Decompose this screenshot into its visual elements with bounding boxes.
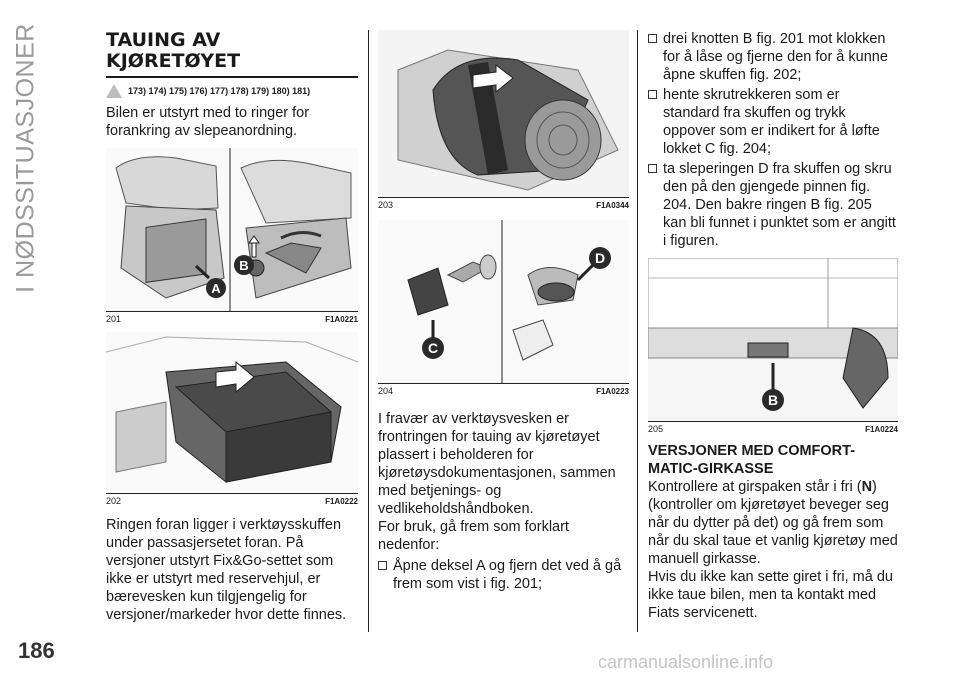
- figure-code: F1A0224: [865, 424, 898, 434]
- figure-number: 203: [378, 200, 394, 210]
- body-text: Ringen foran ligger i verktøysskuffen un…: [106, 517, 347, 623]
- column-3: drei knotten B fig. 201 mot klokken for …: [647, 30, 899, 622]
- figure-caption: 204 F1A0223: [378, 383, 629, 398]
- tow-ring-illustration: C D: [378, 220, 629, 384]
- figure-202: 202 F1A0222: [105, 332, 359, 508]
- column-2: 203 F1A0344 C D 204 F1A0223 I fravær av …: [378, 30, 629, 593]
- column-divider: [637, 30, 638, 632]
- figure-204: C D 204 F1A0223: [378, 220, 629, 398]
- figure-205: B 205 F1A0224: [647, 257, 899, 436]
- figure-number: 205: [648, 424, 664, 434]
- figure-number: 201: [106, 314, 122, 324]
- figure-201: B A 201 F1A0221: [106, 148, 358, 326]
- body-text: Kontrollere at girspaken står i fri (N) …: [648, 479, 898, 567]
- warning-triangle-icon: [106, 84, 122, 98]
- page-heading: TAUING AV KJØRETØYET: [106, 29, 241, 72]
- column-1: TAUING AV KJØRETØYET 173) 174) 175) 176)…: [105, 29, 359, 624]
- tool-roll-illustration: [378, 30, 629, 198]
- figure-caption: 201 F1A0221: [106, 311, 358, 326]
- subheading: VERSJONER MED COMFORT-MATIC-GIRKASSE: [648, 443, 856, 477]
- figure-caption: 203 F1A0344: [378, 197, 629, 212]
- column-divider: [368, 30, 369, 632]
- intro-text: Bilen er utstyrt med to ringer for foran…: [106, 105, 310, 139]
- seat-drawer-illustration: B A: [106, 148, 358, 312]
- figure-caption: 202 F1A0222: [106, 493, 358, 508]
- checkbox-bullet-icon: [648, 90, 657, 99]
- body-text: I fravær av verktøysvesken er frontringe…: [378, 411, 616, 517]
- heading-rule: [106, 76, 358, 78]
- list-item: drei knotten B fig. 201 mot klokken for …: [648, 30, 898, 84]
- rear-ring-illustration: B: [647, 257, 899, 422]
- body-text: Hvis du ikke kan sette giret i fri, må d…: [648, 569, 893, 621]
- list-item: Åpne deksel A og fjern det ved å gå frem…: [378, 557, 629, 593]
- figure-code: F1A0222: [325, 496, 358, 506]
- figure-code: F1A0221: [325, 314, 358, 324]
- figure-number: 202: [106, 496, 122, 506]
- checkbox-bullet-icon: [648, 34, 657, 43]
- page-number: 186: [18, 638, 55, 663]
- label-d: D: [595, 250, 605, 266]
- body-text: For bruk, gå frem som forklart nedenfor:: [378, 519, 569, 553]
- warning-references: 173) 174) 175) 176) 177) 178) 179) 180) …: [106, 84, 358, 98]
- figure-number: 204: [378, 386, 394, 396]
- label-b: B: [768, 392, 778, 408]
- section-title: I NØDSSITUASJONER: [11, 23, 40, 293]
- figure-203: 203 F1A0344: [378, 30, 629, 212]
- label-c: C: [428, 340, 438, 356]
- figure-caption: 205 F1A0224: [648, 421, 898, 436]
- label-b: B: [239, 258, 248, 273]
- watermark: carmanualsonline.info: [598, 652, 774, 672]
- checkbox-bullet-icon: [648, 164, 657, 173]
- list-item: hente skrutrekkeren som er standard fra …: [648, 86, 898, 158]
- label-a: A: [211, 281, 221, 296]
- checkbox-bullet-icon: [378, 561, 387, 570]
- list-item: ta sleperingen D fra skuffen og skru den…: [648, 160, 898, 250]
- open-drawer-illustration: [105, 332, 359, 494]
- figure-code: F1A0344: [596, 200, 629, 210]
- figure-code: F1A0223: [596, 386, 629, 396]
